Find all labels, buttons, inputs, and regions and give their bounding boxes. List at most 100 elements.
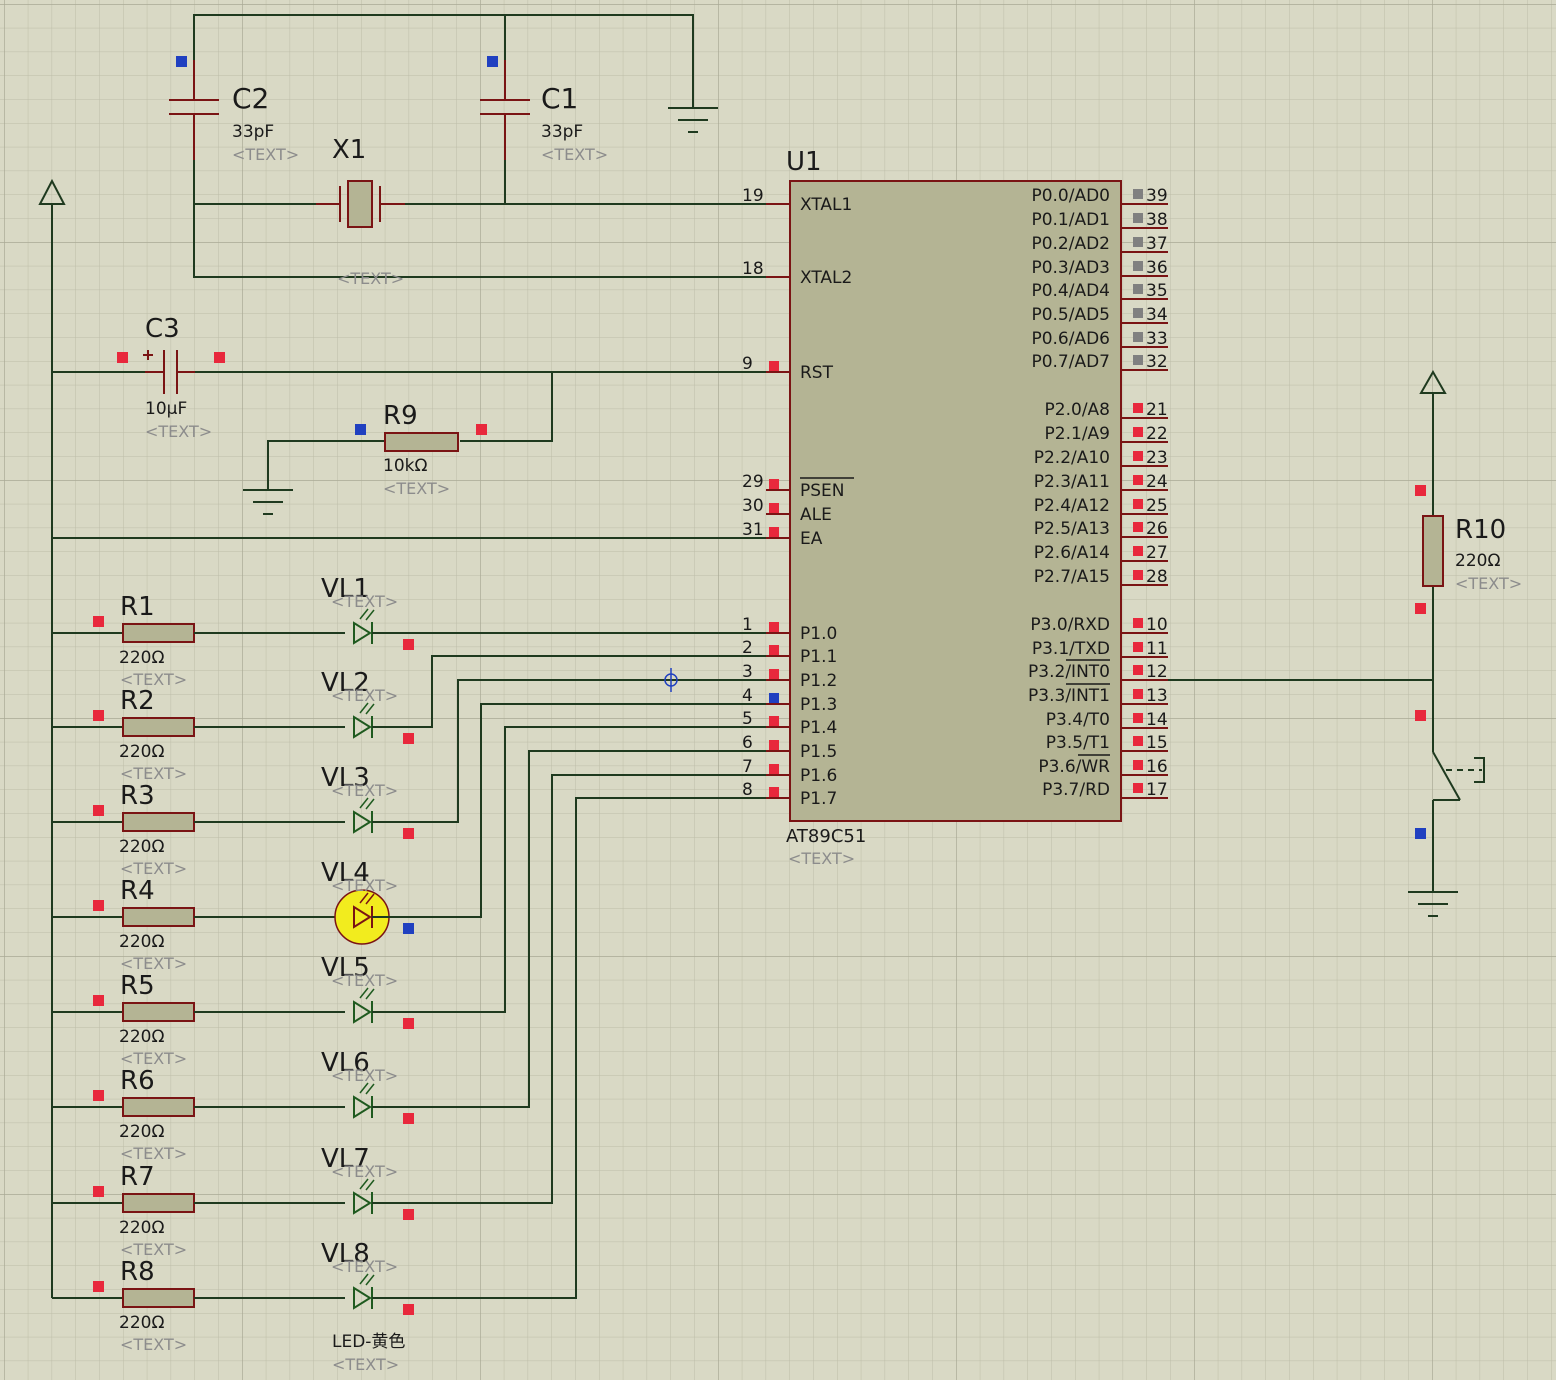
resistor-r10[interactable]	[1422, 515, 1444, 587]
led-ref-label: VL7	[321, 1144, 370, 1174]
push-switch[interactable]	[1432, 751, 1485, 801]
pin-state-marker	[769, 787, 779, 797]
pin-state-marker	[1133, 284, 1143, 294]
pin-state-marker	[769, 479, 779, 489]
r9-ref-label: R9	[383, 401, 418, 431]
crystal-x1[interactable]	[316, 180, 405, 228]
led-ref-label: VL8	[321, 1239, 370, 1269]
pin-state-marker	[769, 622, 779, 632]
mcu-pin-name: P0.2/AD2	[1031, 234, 1110, 254]
resistor-text-placeholder: <TEXT>	[120, 1240, 187, 1259]
led-vl7[interactable]	[353, 1178, 375, 1215]
mcu-pin-number: 33	[1146, 329, 1168, 349]
mcu-pin-number: 22	[1146, 424, 1168, 444]
power-terminal-right	[1419, 369, 1447, 394]
mcu-pin-number: 28	[1146, 567, 1168, 587]
resistor-text-placeholder: <TEXT>	[120, 1144, 187, 1163]
c2-text-placeholder: <TEXT>	[232, 145, 299, 164]
mcu-pin-number: 17	[1146, 780, 1168, 800]
capacitor-c2[interactable]	[169, 60, 219, 160]
led-text-placeholder: <TEXT>	[331, 1162, 398, 1181]
pin-state-marker	[1133, 642, 1143, 652]
mcu-pin-number: 9	[742, 354, 753, 374]
pin-state-marker	[1133, 332, 1143, 342]
led-ref-label: VL3	[321, 763, 370, 793]
mcu-pin-number: 24	[1146, 472, 1168, 492]
mcu-pin-number: 32	[1146, 352, 1168, 372]
led-ref-label: VL6	[321, 1048, 370, 1078]
resistor-text-placeholder: <TEXT>	[120, 764, 187, 783]
resistor-value-label: 220Ω	[119, 932, 164, 952]
mcu-pin-name: P0.3/AD3	[1031, 258, 1110, 278]
resistor-value-label: 220Ω	[119, 1122, 164, 1142]
resistor-r3[interactable]	[122, 812, 195, 832]
mcu-pin-name: XTAL2	[800, 268, 852, 288]
pin-state-marker	[1133, 760, 1143, 770]
led-text-placeholder: <TEXT>	[331, 971, 398, 990]
mcu-pin-number: 18	[742, 259, 764, 279]
crystal-text-placeholder: <TEXT>	[337, 269, 404, 288]
mcu-pin-number: 31	[742, 520, 764, 540]
pin-state-marker	[769, 645, 779, 655]
mcu-pin-number: 36	[1146, 258, 1168, 278]
ground-symbol-switch	[1408, 891, 1458, 917]
pin-state-marker	[1133, 237, 1143, 247]
pin-state-marker	[1133, 665, 1143, 675]
mcu-pin-name: P0.7/AD7	[1031, 352, 1110, 372]
capacitor-c3[interactable]	[143, 350, 195, 394]
c3-value-label: 10µF	[145, 399, 187, 419]
resistor-r7[interactable]	[122, 1193, 195, 1213]
ground-symbol-reset	[243, 489, 293, 515]
resistor-r4[interactable]	[122, 907, 195, 927]
mcu-pin-name: P3.4/T0	[1046, 710, 1110, 730]
resistor-ref-label: R3	[120, 781, 155, 811]
resistor-r8[interactable]	[122, 1288, 195, 1308]
power-terminal-left	[38, 178, 66, 205]
mcu-pin-number: 6	[742, 733, 753, 753]
resistor-r6[interactable]	[122, 1097, 195, 1117]
c1-ref-label: C1	[541, 82, 578, 115]
resistor-r9[interactable]	[384, 432, 459, 452]
mcu-pin-name: ALE	[800, 505, 832, 525]
led-text-placeholder: <TEXT>	[332, 1355, 399, 1374]
mcu-pin-name: P2.4/A12	[1034, 496, 1110, 516]
resistor-ref-label: R6	[120, 1066, 155, 1096]
pin-state-marker	[1133, 427, 1143, 437]
resistor-r1[interactable]	[122, 623, 195, 643]
mcu-pin-name: P1.3	[800, 695, 837, 715]
led-row-6: R6 220Ω <TEXT> VL6 <TEXT>	[52, 750, 766, 1163]
pin-state-marker	[769, 740, 779, 750]
pin-state-marker	[1133, 499, 1143, 509]
mcu-pin-number: 2	[742, 638, 753, 658]
resistor-r5[interactable]	[122, 1002, 195, 1022]
pin-state-marker	[1133, 546, 1143, 556]
resistor-r2[interactable]	[122, 717, 195, 737]
pin-state-marker	[1133, 355, 1143, 365]
mcu-pin-number: 11	[1146, 639, 1168, 659]
led-ref-label: VL4	[321, 858, 370, 888]
mcu-pin-number: 12	[1146, 662, 1168, 682]
pin-state-marker	[769, 527, 779, 537]
capacitor-c1[interactable]	[480, 60, 530, 160]
led-text-placeholder: <TEXT>	[331, 876, 398, 895]
pin-state-marker	[769, 361, 779, 371]
mcu-pin-number: 14	[1146, 710, 1168, 730]
mcu-pin-number: 37	[1146, 234, 1168, 254]
mcu-u1[interactable]	[789, 180, 1122, 822]
r9-text-placeholder: <TEXT>	[383, 479, 450, 498]
resistor-value-label: 220Ω	[119, 837, 164, 857]
led-text-placeholder: <TEXT>	[331, 1257, 398, 1276]
mcu-pin-number: 4	[742, 686, 753, 706]
mcu-pin-name: EA	[800, 529, 823, 549]
pin-state-marker	[1133, 308, 1143, 318]
